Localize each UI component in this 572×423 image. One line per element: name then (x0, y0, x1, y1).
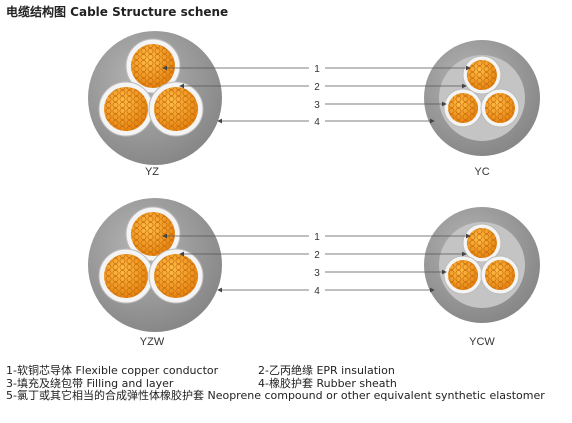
conductor-core-top (125, 38, 181, 94)
legend-item-4: 4-橡胶护套 Rubber sheath (258, 376, 397, 390)
diagram-label-ycw: YCW (469, 336, 495, 348)
conductor-core-right (148, 248, 204, 304)
cable-yzw: YZW (88, 198, 222, 348)
callouts-bottom (162, 233, 471, 293)
cable-diagram-canvas: YZ YC (88, 31, 540, 348)
conductor-core-left (98, 248, 154, 304)
legend-row-1: 1-软铜芯导体 Flexible copper conductor 2-乙丙绝缘… (6, 364, 545, 378)
conductor-core-top (462, 55, 502, 95)
cable-yz: YZ (88, 31, 222, 178)
callout-4-bottom: 4 (314, 286, 320, 297)
conductor-core-right (480, 88, 520, 128)
diagram-label-yc: YC (474, 166, 489, 178)
callout-1-top: 1 (314, 64, 320, 75)
legend-item-2: 2-乙丙绝缘 EPR insulation (258, 364, 395, 377)
diagram-label-yz: YZ (145, 166, 159, 178)
conductor-core-left (443, 255, 483, 295)
conductor-core-left (98, 81, 154, 137)
cable-ycw: YCW (424, 207, 540, 348)
callout-1-bottom: 1 (314, 232, 320, 243)
callout-2-bottom: 2 (314, 250, 320, 261)
conductor-core-right (480, 255, 520, 295)
callout-4-top: 4 (314, 117, 320, 128)
conductor-core-left (443, 88, 483, 128)
legend-item-3: 3-填充及绕包带 Filling and layer (6, 376, 174, 390)
legend-item-5: 5-氯丁或其它相当的合成弹性体橡胶护套 Neoprene compound or… (6, 389, 545, 403)
callouts-top (162, 65, 471, 124)
page-title: 电缆结构图 Cable Structure schene (6, 5, 229, 19)
legend: 1-软铜芯导体 Flexible copper conductor 2-乙丙绝缘… (6, 364, 545, 403)
legend-row-3: 5-氯丁或其它相当的合成弹性体橡胶护套 Neoprene compound or… (6, 389, 545, 403)
cable-yc: YC (424, 40, 540, 178)
legend-row-2: 3-填充及绕包带 Filling and layer 4-橡胶护套 Rubber… (6, 376, 545, 391)
callout-3-top: 3 (314, 100, 320, 111)
legend-item-1: 1-软铜芯导体 Flexible copper conductor (6, 364, 219, 377)
conductor-core-top (125, 206, 181, 262)
conductor-core-right (148, 81, 204, 137)
callout-3-bottom: 3 (314, 268, 320, 279)
diagram-label-yzw: YZW (140, 336, 165, 348)
callout-2-top: 2 (314, 82, 320, 93)
conductor-core-top (462, 223, 502, 263)
